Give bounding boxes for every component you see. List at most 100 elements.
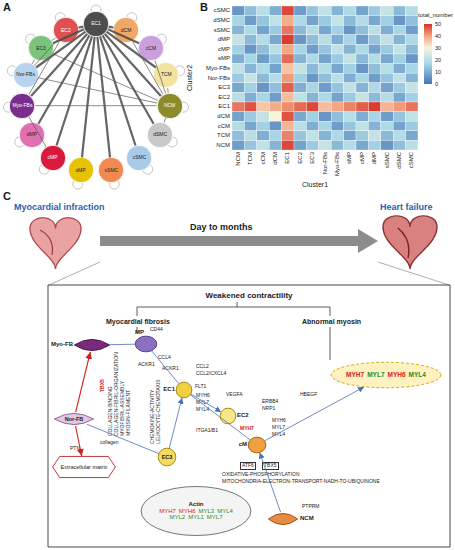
figure-label: cSMC xyxy=(408,152,415,180)
heatmap-cell xyxy=(356,121,368,131)
node-label: MYL1 xyxy=(188,514,204,521)
heatmap-cell xyxy=(232,140,244,150)
node-label: MYH6 xyxy=(388,371,406,378)
heatmap-cell xyxy=(257,6,269,16)
heatmap-cell xyxy=(306,73,318,83)
heatmap-cell xyxy=(344,64,356,74)
connector xyxy=(53,29,84,43)
node-label: MYL4 xyxy=(217,508,233,515)
heatmap-cell xyxy=(368,121,380,131)
node-label: Myo-FBs xyxy=(12,103,32,109)
heatmap-cell xyxy=(344,16,356,26)
heatmap-cell xyxy=(381,6,393,16)
heatmap-cell xyxy=(294,54,306,64)
heatmap-cell xyxy=(319,54,331,64)
heatmap-cell xyxy=(356,102,368,112)
figure-label: dMP xyxy=(196,36,230,43)
heatmap-cell xyxy=(282,121,294,131)
node-outline xyxy=(248,437,266,453)
heatmap-cell xyxy=(331,16,343,26)
figure-label: MYOSIN-FILAMENT xyxy=(126,390,132,436)
connector xyxy=(260,453,281,512)
figure-label: Cluster1 xyxy=(302,181,328,189)
heatmap-cell xyxy=(232,54,244,64)
figure-label: collagen xyxy=(100,440,119,446)
connector xyxy=(57,36,93,145)
colorbar xyxy=(424,24,432,84)
connector xyxy=(265,387,364,441)
heatmap-cell xyxy=(406,44,418,54)
heatmap-cell xyxy=(319,121,331,131)
heatmap-cell xyxy=(294,140,306,150)
heatmap-cell xyxy=(393,6,405,16)
heart-illustration xyxy=(30,216,437,269)
heatmap-cell xyxy=(232,112,244,122)
figure-label: LEUKOCYTE-CHEMOTAXIS xyxy=(156,379,162,444)
cluster-node: Myo-FBs xyxy=(9,93,35,119)
cluster-node: dMP xyxy=(19,122,45,148)
connector xyxy=(31,34,87,96)
heatmap-cell xyxy=(244,54,256,64)
cluster-node: EC3 xyxy=(28,35,54,61)
figure-label: Day to months xyxy=(190,223,253,233)
cell: NCM xyxy=(268,512,298,526)
node-label: EC3 xyxy=(162,454,173,460)
heatmap-cell xyxy=(393,121,405,131)
figure-label: Myo-FBs xyxy=(196,65,230,72)
matrix-hexagon: Extracellular matrix xyxy=(52,456,116,478)
heatmap-cell xyxy=(331,6,343,16)
figure-label: MYOFIBRIL-ASSEMBLY xyxy=(120,381,126,436)
figure-label: MYH7 xyxy=(240,426,254,432)
heatmap-cell xyxy=(306,92,318,102)
heatmap-cell xyxy=(381,54,393,64)
cluster-node: sMP xyxy=(68,157,94,183)
heatmap-cell xyxy=(244,44,256,54)
heatmap-cell xyxy=(282,83,294,93)
connector xyxy=(79,27,84,28)
heatmap-cell xyxy=(331,92,343,102)
connector xyxy=(76,426,82,456)
connector xyxy=(35,105,156,106)
heatmap-cell xyxy=(406,6,418,16)
figure-label: dMP xyxy=(371,152,378,180)
node-label: Nor-FB xyxy=(65,416,84,422)
heatmap-cell xyxy=(257,25,269,35)
heatmap-cell xyxy=(393,44,405,54)
node-label: cMP xyxy=(48,155,58,161)
node-label: Extracellular matrix xyxy=(61,464,108,470)
node-label: MYH7 xyxy=(346,371,364,378)
connector xyxy=(169,398,182,449)
figure-label: ATF6 xyxy=(240,462,256,470)
figure-label: dCM xyxy=(272,152,279,180)
connector xyxy=(103,35,154,123)
heatmap-cell xyxy=(319,131,331,141)
figure-label: MYH6 xyxy=(272,418,286,424)
heatmap-cell xyxy=(381,16,393,26)
figure-label: ACKR1 xyxy=(138,362,155,368)
figure-label: EC2 xyxy=(196,94,230,101)
heatmap-cell xyxy=(368,54,380,64)
figure-label: total_number xyxy=(418,12,453,19)
heatmap-cell xyxy=(319,140,331,150)
heatmap-cell xyxy=(381,73,393,83)
heatmap-cell xyxy=(269,25,281,35)
figure-label: ACKR1 xyxy=(162,366,179,372)
heatmap-cell xyxy=(393,92,405,102)
heatmap-cell xyxy=(232,44,244,54)
figure-label: 40 xyxy=(435,33,441,39)
node-label: sMP xyxy=(76,168,86,174)
heatmap-cell xyxy=(331,54,343,64)
heatmap-cell xyxy=(406,83,418,93)
heatmap-cell xyxy=(282,92,294,102)
heatmap-cell xyxy=(319,64,331,74)
heatmap-cell xyxy=(232,16,244,26)
node-label: TCM xyxy=(161,72,172,78)
node-label: cCM xyxy=(146,46,156,52)
heatmap-cell xyxy=(356,44,368,54)
node-label: Nor-FBs xyxy=(16,72,35,78)
gene-group: ActinMYH7MYH6MYL3MYL4MYL2MYL1MYL7 xyxy=(140,486,252,536)
cell: EC3 xyxy=(158,448,176,466)
heatmap-cell xyxy=(306,64,318,74)
heatmap-cell xyxy=(331,83,343,93)
heatmap-cell xyxy=(406,92,418,102)
